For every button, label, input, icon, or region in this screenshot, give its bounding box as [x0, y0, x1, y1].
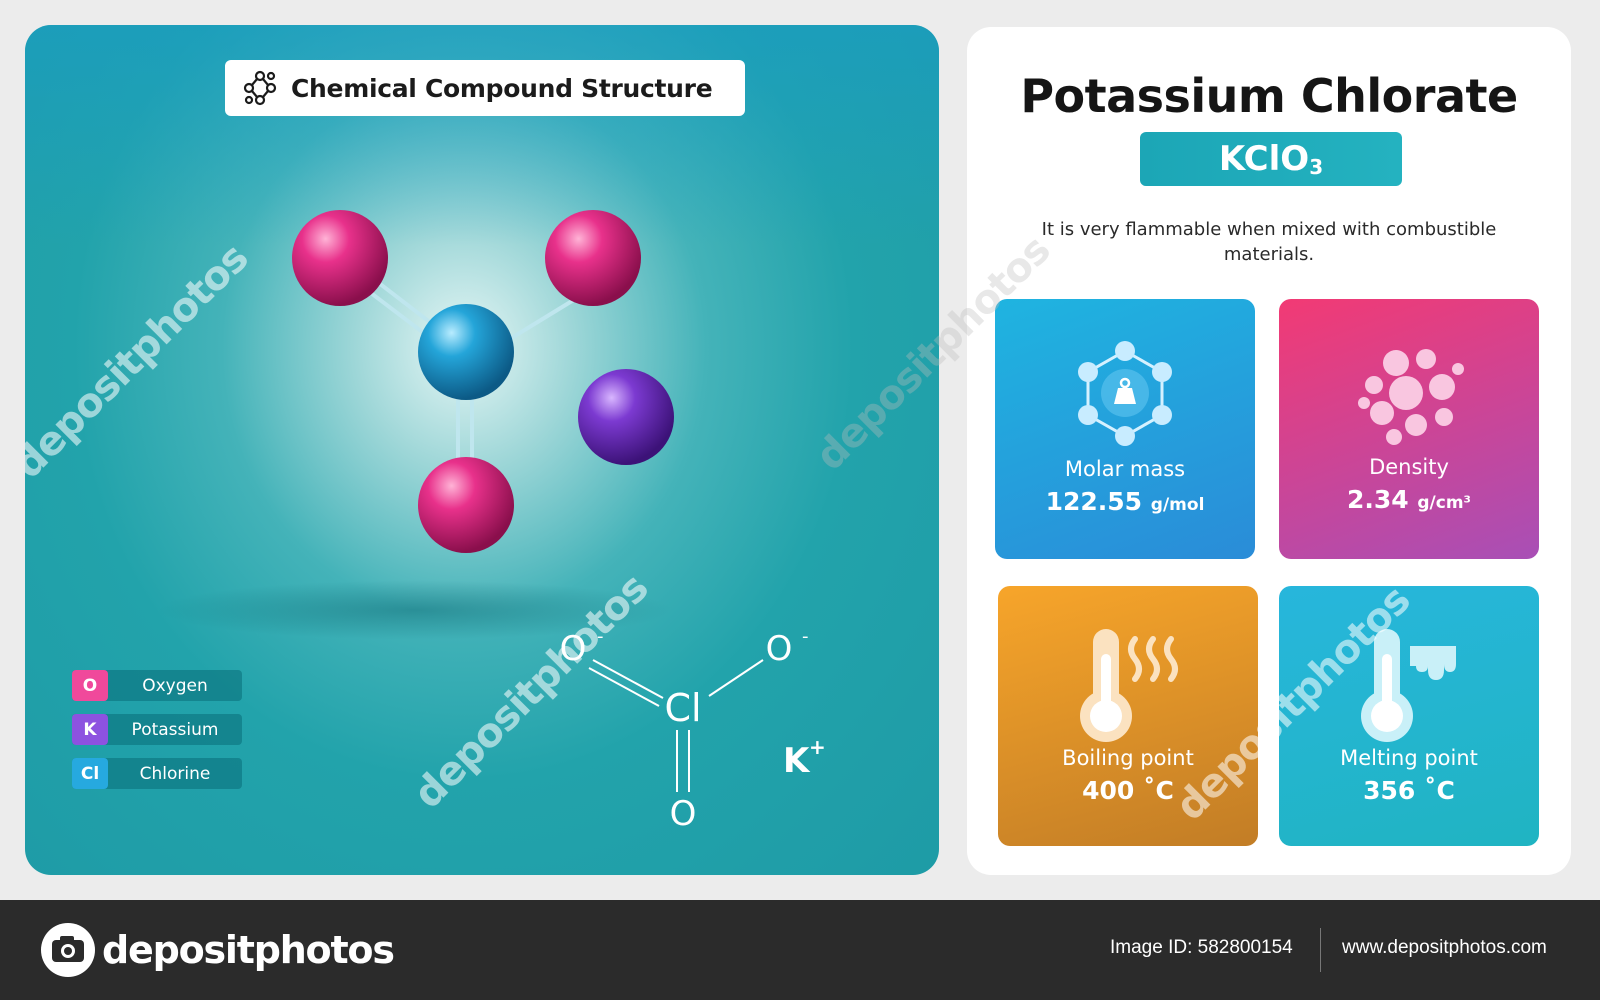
legend-item-oxygen: O Oxygen	[72, 670, 242, 701]
property-label: Melting point	[1340, 746, 1478, 770]
cation-charge: +	[809, 735, 826, 759]
legend-label: Potassium	[131, 719, 219, 740]
footer-logo[interactable]: depositphotos	[40, 922, 395, 978]
potassium-cation-label: K	[783, 741, 811, 781]
property-unit: g/mol	[1150, 495, 1205, 515]
oxygen-bottom-label: O	[670, 794, 697, 830]
particles-icon	[1358, 349, 1464, 445]
site-url-link[interactable]: www.depositphotos.com	[1342, 937, 1547, 958]
property-number: 2.34	[1346, 485, 1409, 514]
thermometer-melt-icon	[1361, 629, 1456, 742]
oxygen-atom	[418, 457, 514, 553]
property-label: Molar mass	[1064, 457, 1186, 481]
formula-main: KClO	[1218, 139, 1310, 179]
charge-minus-left: -	[597, 626, 604, 647]
double-bond-line	[592, 659, 664, 699]
structural-formula: O - O - Cl O K +	[560, 626, 826, 830]
charge-minus-right: -	[802, 626, 809, 647]
legend-item-potassium: K Potassium	[72, 714, 242, 745]
property-label: Boiling point	[1062, 746, 1194, 770]
molecule-weight-icon	[1078, 341, 1172, 446]
footer-divider	[1320, 928, 1321, 972]
structure-title-bar: Chemical Compound Structure	[225, 60, 745, 116]
property-card-density: Density 2.34 g/cm³	[1279, 299, 1539, 559]
oxygen-right-label: O	[766, 629, 793, 669]
oxygen-atom	[545, 210, 641, 306]
property-value: 356 ˚C	[1363, 776, 1455, 805]
compound-name: Potassium Chlorate	[1020, 69, 1518, 123]
structure-panel: Chemical Compound Structure	[25, 25, 939, 875]
legend-label: Oxygen	[142, 675, 208, 696]
molecule-shadow	[155, 580, 675, 640]
chlorine-atom	[418, 304, 514, 400]
property-card-boiling-point: Boiling point 400 ˚C	[998, 586, 1258, 846]
property-value: 400 ˚C	[1082, 776, 1174, 805]
double-bond-line	[588, 667, 660, 707]
single-bond-line	[708, 659, 764, 697]
camera-logo-icon	[41, 923, 95, 977]
property-value: 122.55 g/mol	[995, 487, 1255, 516]
legend-item-chlorine: Cl Chlorine	[72, 758, 242, 789]
property-number: 122.55	[1045, 487, 1143, 516]
potassium-atom	[578, 369, 674, 465]
image-id: Image ID: 582800154	[1110, 937, 1293, 958]
legend-symbol: Cl	[72, 758, 108, 789]
thermometer-heat-icon	[1080, 629, 1178, 742]
property-label: Density	[1369, 455, 1449, 479]
molecule-3d-model	[292, 210, 674, 553]
property-unit: g/cm³	[1417, 493, 1472, 513]
legend-symbol: K	[72, 714, 108, 745]
oxygen-left-label: O	[560, 629, 587, 669]
property-card-melting-point: Melting point 356 ˚C	[1279, 586, 1539, 846]
chlorine-center-label: Cl	[664, 686, 701, 730]
formula-subscript: 3	[1309, 155, 1324, 179]
compound-description: It is very flammable when mixed with com…	[1041, 219, 1497, 265]
element-legend: O Oxygen K Potassium Cl Chlorine	[72, 670, 242, 802]
logo-text: depositphotos	[102, 928, 395, 972]
property-card-molar-mass: Molar mass 122.55 g/mol	[995, 299, 1255, 559]
legend-label: Chlorine	[139, 763, 211, 784]
legend-symbol: O	[72, 670, 108, 701]
oxygen-atom	[292, 210, 388, 306]
structure-title: Chemical Compound Structure	[291, 73, 713, 103]
property-value: 2.34 g/cm³	[1279, 485, 1539, 514]
molecule-network-icon	[243, 70, 277, 106]
footer-bar: depositphotos Image ID: 582800154 www.de…	[0, 900, 1600, 1000]
